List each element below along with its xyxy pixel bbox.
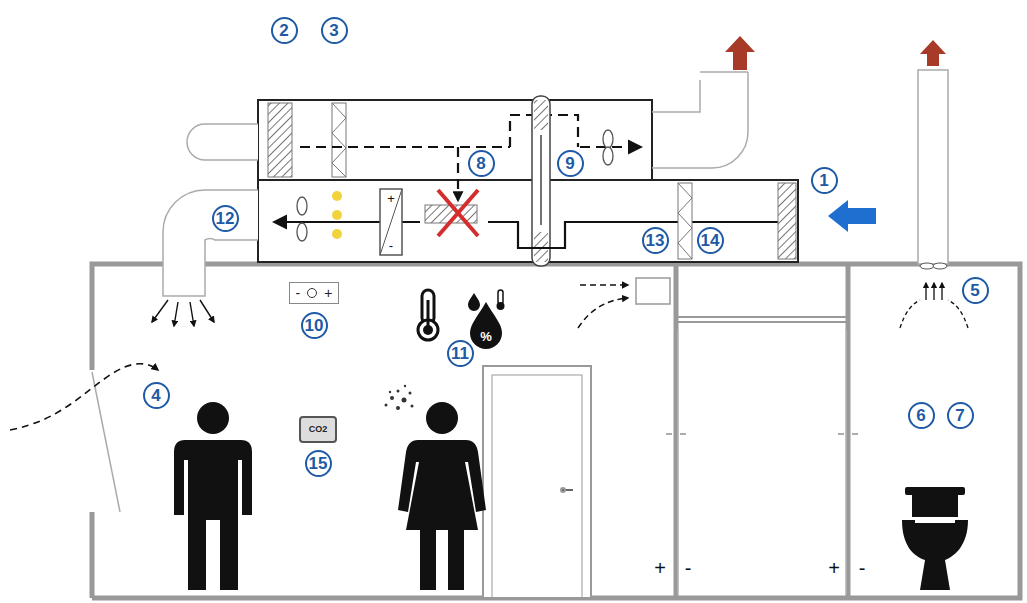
heat-recovery-wheel (532, 96, 550, 266)
transfer-airflow (578, 285, 628, 328)
callout-text: 4 (151, 387, 160, 404)
callout-number: 5 (962, 277, 989, 304)
humidity-icon (468, 290, 505, 349)
extract-fan (603, 130, 613, 165)
toilet (902, 487, 968, 590)
callout-text: 6 (916, 407, 925, 424)
exhaust-duct (652, 72, 748, 168)
co2-sensor: CO2 (299, 416, 337, 443)
callout-number: 13 (642, 227, 669, 254)
intake-arrow (828, 200, 876, 232)
polarity-sign: - (389, 239, 393, 252)
knob-dot (307, 288, 317, 298)
supply-airflow (275, 222, 792, 248)
polarity-sign: + (654, 558, 666, 578)
toilet-fan (920, 263, 947, 269)
callout-text: 14 (701, 232, 720, 249)
exhaust-arrow (725, 36, 755, 70)
window-sash (92, 372, 120, 512)
man-figure (174, 402, 252, 590)
window-airflow (10, 364, 158, 430)
callout-text: 1 (819, 172, 828, 189)
callout-text: 3 (329, 22, 338, 39)
callout-number: 10 (301, 312, 328, 339)
intake-louver (778, 183, 796, 259)
led-dots (332, 191, 342, 239)
bag-filter (332, 103, 346, 177)
supply-duct (163, 190, 258, 296)
polarity-sign: + (828, 558, 840, 578)
callout-text: 2 (279, 22, 288, 39)
callout-number: 9 (557, 150, 584, 177)
callout-number: 6 (908, 402, 935, 429)
intake-filters (678, 183, 692, 259)
callout-number: 12 (212, 205, 239, 232)
node-text: CO2 (309, 425, 328, 434)
partition-bar (676, 317, 848, 322)
emission-particles (385, 385, 414, 410)
partition-doors (666, 330, 858, 595)
heating-coil-diagonal (380, 189, 402, 255)
control-panel: -+ (289, 282, 340, 304)
return-filter (268, 103, 292, 177)
polarity-sign: - (859, 558, 866, 578)
heating-coil (380, 189, 402, 255)
callout-text: 7 (955, 407, 964, 424)
polarity-sign: + (387, 192, 395, 205)
callout-number: 2 (271, 17, 298, 44)
callout-number: 7 (947, 402, 974, 429)
node-text: + (324, 286, 332, 300)
callout-number: 8 (468, 150, 495, 177)
callout-number: 11 (447, 340, 474, 367)
return-duct (187, 124, 258, 160)
callout-text: 9 (565, 155, 574, 172)
thermometer-icon (418, 290, 438, 340)
callout-text: 8 (476, 155, 485, 172)
callout-text: 13 (646, 232, 665, 249)
bypass-damper (425, 190, 478, 236)
polarity-sign: - (685, 558, 692, 578)
callout-number: 3 (321, 17, 348, 44)
humidity-symbol: % (480, 330, 492, 343)
supply-diffusion (152, 300, 214, 326)
toilet-exhaust-duct (918, 70, 948, 264)
callout-number: 15 (305, 450, 332, 477)
extract-airflow (300, 115, 640, 200)
callout-text: 10 (305, 317, 324, 334)
node-text: - (296, 286, 301, 300)
transfer-grille (636, 278, 670, 304)
callout-text: 12 (216, 210, 235, 227)
callout-text: 11 (451, 345, 469, 362)
building-walls (92, 264, 1020, 598)
callout-text: 15 (309, 455, 328, 472)
callout-number: 1 (811, 167, 838, 194)
woman-figure (398, 402, 486, 590)
callout-number: 14 (697, 227, 724, 254)
callout-text: 5 (970, 282, 979, 299)
toilet-exhaust-arrow (920, 40, 946, 66)
toilet-extract-airflow (900, 283, 968, 328)
supply-fan (297, 197, 307, 241)
door (483, 366, 591, 598)
callout-number: 4 (143, 382, 170, 409)
